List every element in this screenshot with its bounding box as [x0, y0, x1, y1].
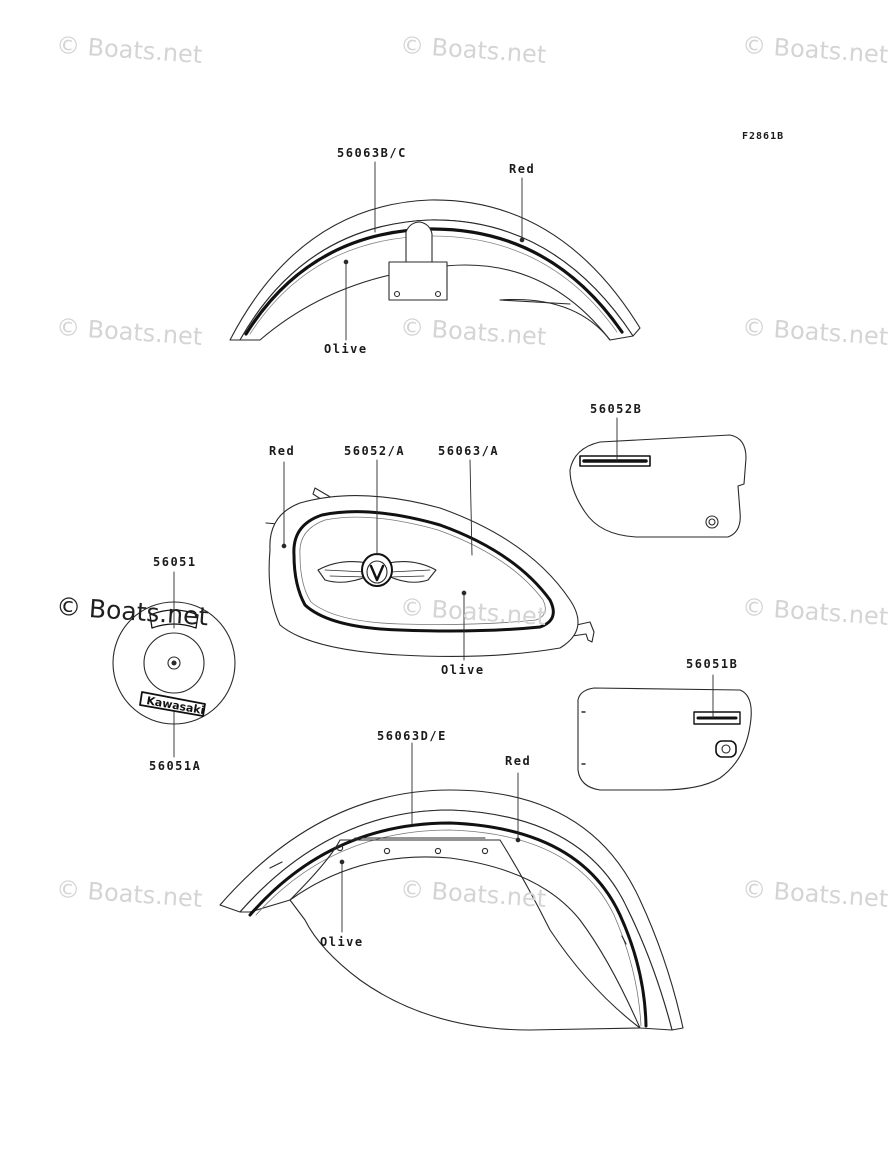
color-label-olive: Olive — [441, 663, 485, 677]
rear-fender — [219, 789, 684, 1031]
part-label-56063de: 56063D/E — [377, 729, 447, 743]
side-cover-upper — [569, 434, 747, 538]
part-label-56051a: 56051A — [149, 759, 202, 773]
figure-code: F2861B — [742, 131, 785, 142]
part-label-56052a: 56052/A — [344, 444, 406, 458]
part-label-56063bc: 56063B/C — [337, 146, 407, 160]
color-label-olive: Olive — [320, 935, 364, 949]
front-fender — [229, 199, 641, 341]
side-cover-lower — [577, 687, 752, 791]
part-label-56051: 56051 — [153, 555, 197, 569]
fuel-tank — [265, 487, 595, 658]
part-label-56063a: 56063/A — [438, 444, 500, 458]
color-label-olive: Olive — [324, 342, 368, 356]
part-label-56051b: 56051B — [686, 657, 739, 671]
round-badge: Kawasaki — [112, 601, 236, 725]
color-label-red: Red — [505, 754, 532, 768]
color-label-red: Red — [509, 162, 536, 176]
part-label-56052b: 56052B — [590, 402, 643, 416]
color-label-red: Red — [269, 444, 296, 458]
